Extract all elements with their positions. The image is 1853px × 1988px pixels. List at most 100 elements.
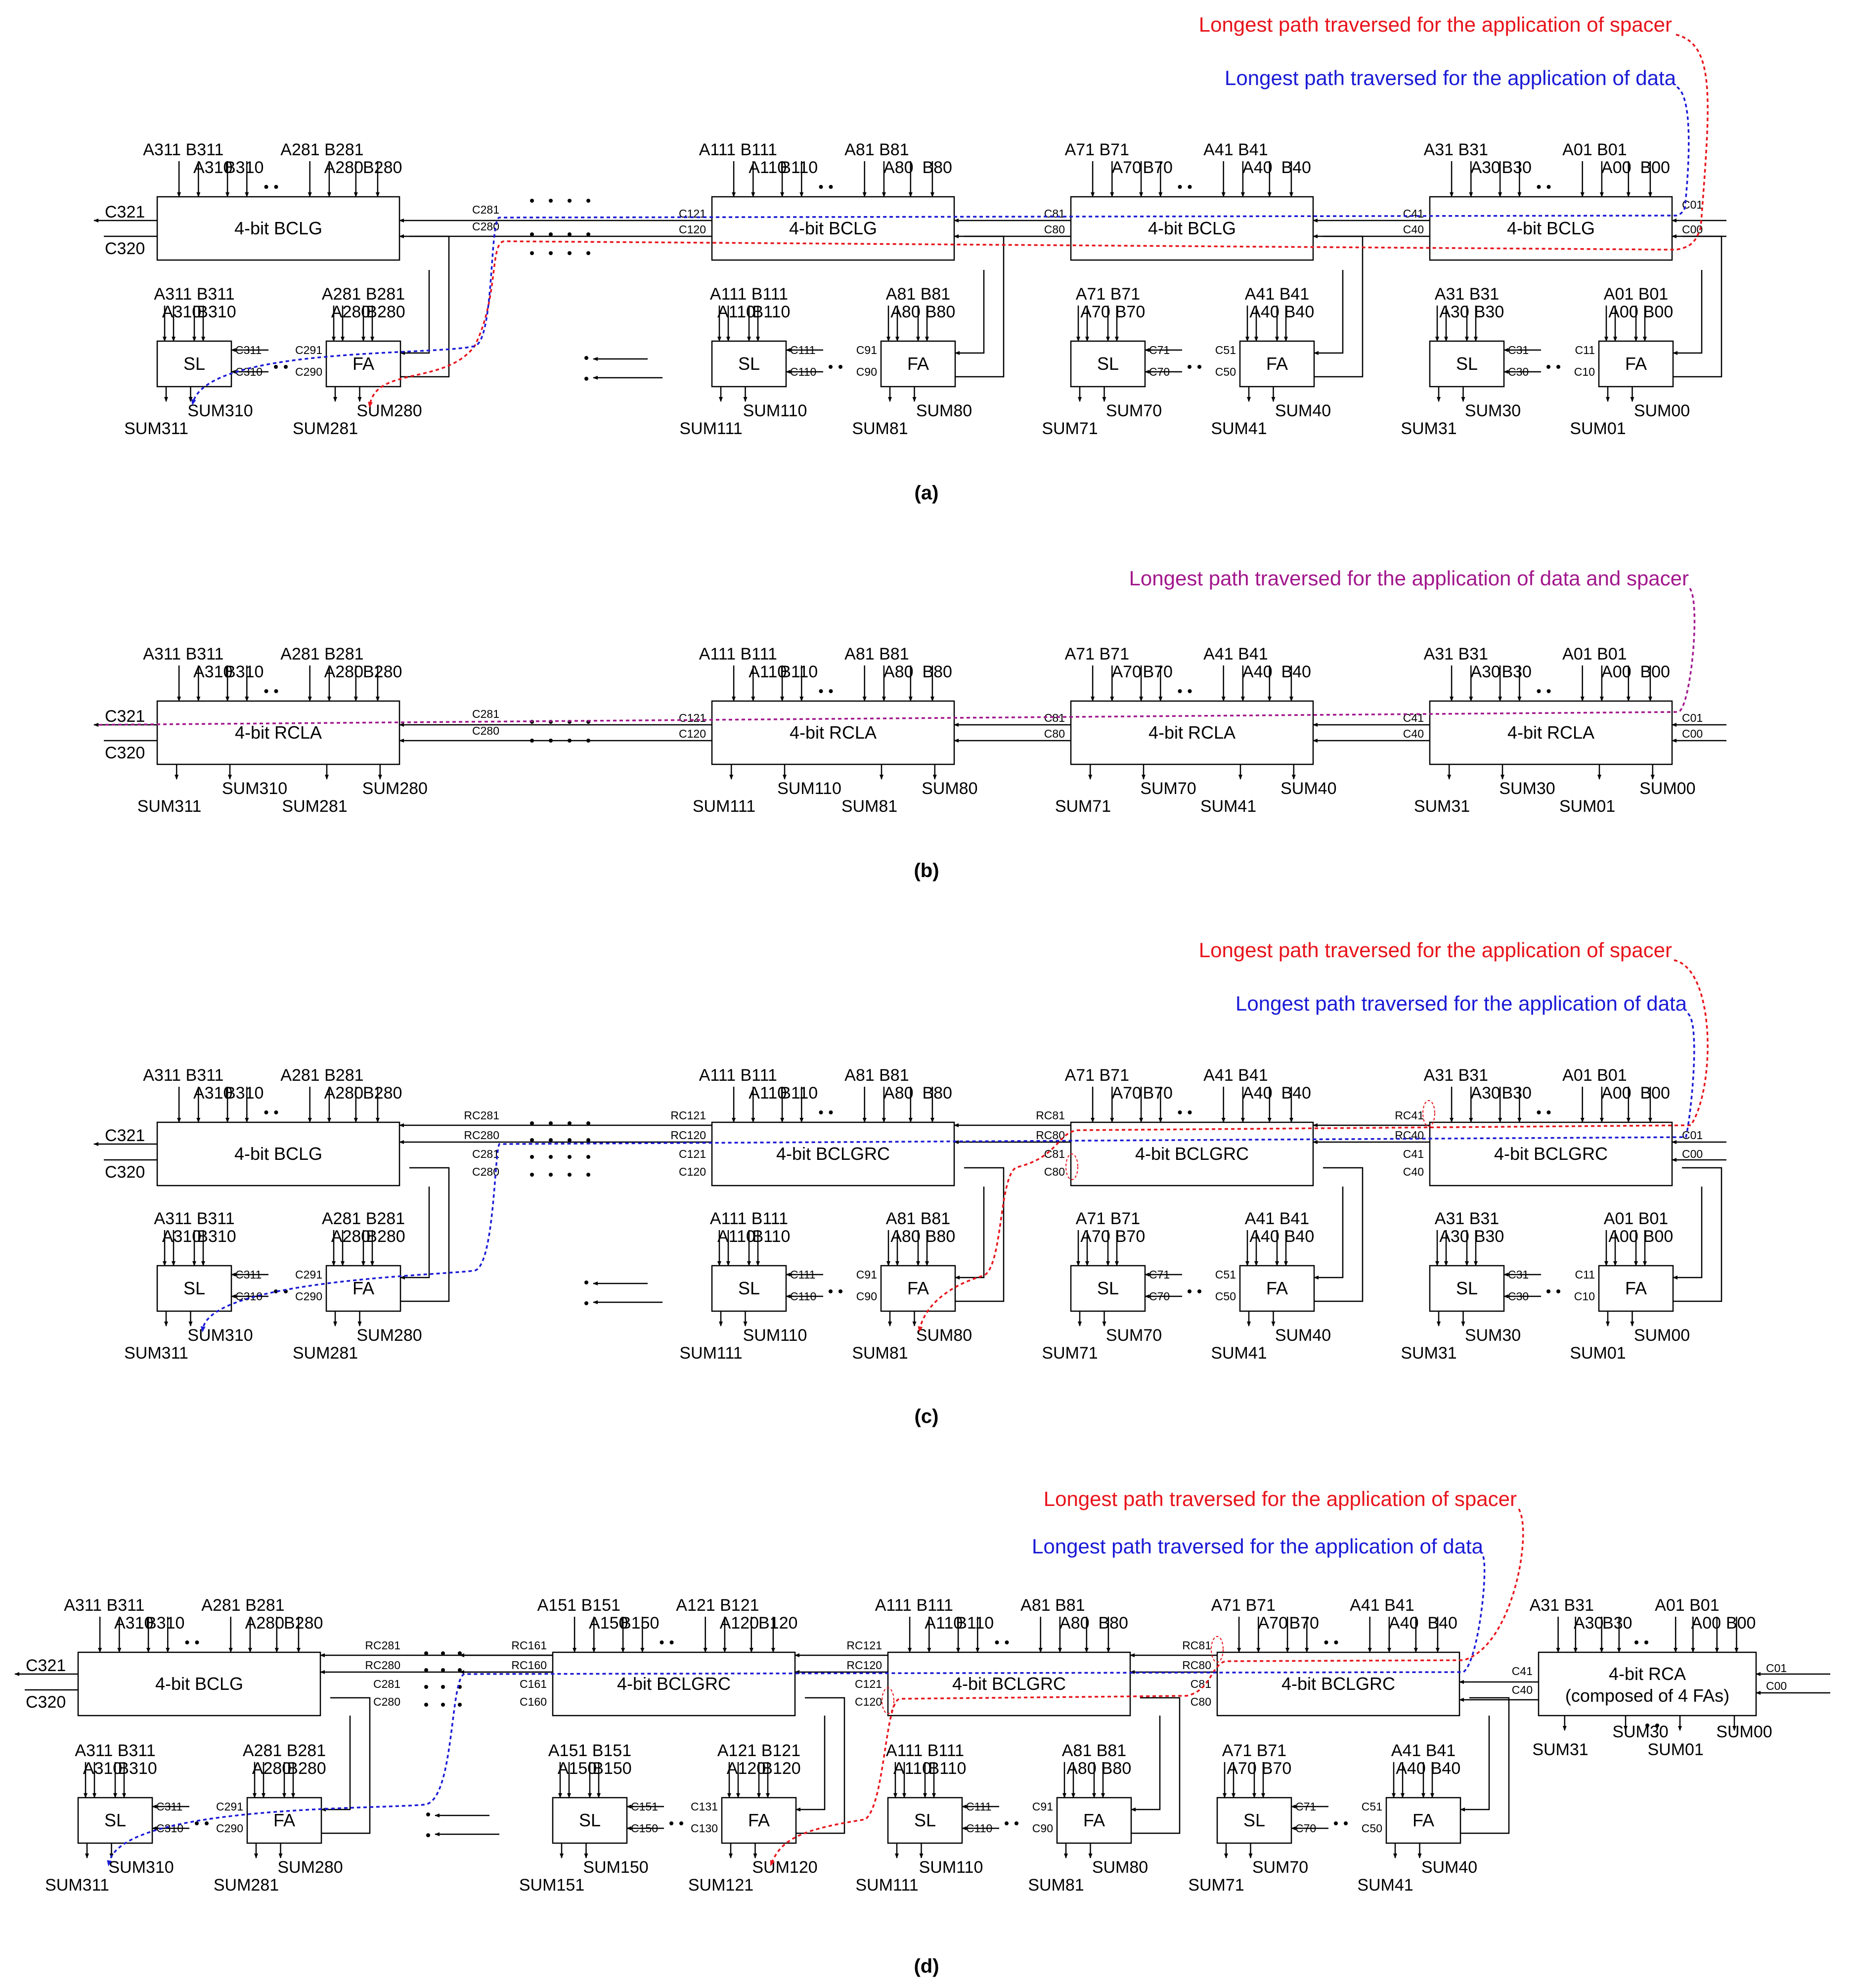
input-labels: A01 B01 xyxy=(1604,1209,1668,1228)
input-labels: A81 B81 xyxy=(1062,1741,1126,1760)
data-path-note: Longest path traversed for the applicati… xyxy=(1032,1535,1484,1558)
ellipsis-dot xyxy=(549,739,553,743)
ellipsis-dot xyxy=(1188,689,1192,693)
input-label: A00 xyxy=(1601,663,1632,681)
fa-box xyxy=(1598,340,1674,388)
highlight-ring xyxy=(1422,1100,1435,1127)
input-labels-left: A71 B71 xyxy=(1065,645,1129,663)
input-labels: A311 B311 xyxy=(75,1741,155,1760)
ellipsis-dot xyxy=(584,1301,588,1305)
sum-label: SUM111 xyxy=(679,419,742,438)
input-label: A310 xyxy=(193,663,232,681)
fa-label: FA xyxy=(907,1278,929,1298)
input-label: B30 xyxy=(1474,1227,1504,1246)
input-label: A110 xyxy=(717,1227,755,1246)
feedback-wire xyxy=(1131,1697,1181,1834)
feedback-wire xyxy=(1673,235,1722,378)
sum-label: SUM30 xyxy=(1612,1723,1668,1741)
carry-label: C160 xyxy=(520,1695,547,1708)
feedback-wire xyxy=(1673,270,1703,355)
carry-label: C280 xyxy=(472,724,499,737)
ellipsis-dot xyxy=(530,1121,534,1125)
block-label: 4-bit RCLA xyxy=(790,722,877,743)
carry-label: C121 xyxy=(679,1148,706,1160)
ellipsis-dot xyxy=(530,1138,534,1142)
sum-label: SUM40 xyxy=(1275,1326,1331,1345)
sum-label: SUM30 xyxy=(1465,401,1521,420)
input-labels-right: A01 B01 xyxy=(1655,1596,1719,1615)
block-label: 4-bit BCLG xyxy=(1507,218,1595,238)
input-label: A70 xyxy=(1227,1759,1257,1778)
input-label: A00 xyxy=(1691,1614,1721,1633)
input-labels-right: A81 B81 xyxy=(844,140,909,159)
ellipsis-dot xyxy=(584,356,588,360)
ellipsis-dot xyxy=(568,739,572,743)
sl-label: SL xyxy=(1097,353,1119,374)
ellipsis-dot xyxy=(995,1640,999,1644)
input-label: A110 xyxy=(749,158,787,177)
input-label: A80 xyxy=(1066,1759,1097,1778)
sum-label: SUM81 xyxy=(841,797,897,816)
sl-box xyxy=(1429,1265,1505,1312)
ellipsis-dot xyxy=(1005,1821,1009,1825)
sum-label: SUM71 xyxy=(1042,1344,1098,1363)
input-label: B80 xyxy=(1098,1614,1128,1633)
sum-label: SUM80 xyxy=(916,401,972,420)
carry-label: RC160 xyxy=(511,1659,547,1672)
sum-label: SUM70 xyxy=(1140,779,1196,798)
carry-label: C120 xyxy=(679,727,706,740)
input-labels-right: A81 B81 xyxy=(1020,1596,1085,1615)
ellipsis-dot xyxy=(586,1121,590,1125)
block-label-2: (composed of 4 FAs) xyxy=(1565,1685,1729,1706)
sl-box xyxy=(887,1797,963,1844)
block-label: 4-bit BCLGRC xyxy=(1494,1144,1608,1164)
carry-out-label: C320 xyxy=(105,239,145,258)
carry-label: C40 xyxy=(1403,727,1424,740)
carry-label: C291 xyxy=(295,1268,322,1281)
ellipsis-dot xyxy=(838,1289,842,1293)
block-box xyxy=(1070,700,1314,765)
ellipsis-dot xyxy=(819,185,823,189)
data-path xyxy=(200,1013,1695,1332)
input-labels-left: A31 B31 xyxy=(1424,140,1488,159)
carry-label: RC120 xyxy=(670,1129,706,1142)
input-label: A70 xyxy=(1111,1084,1142,1103)
sum-label: SUM280 xyxy=(356,1326,422,1345)
ellipsis-dot xyxy=(1655,1723,1659,1727)
feedback-wire xyxy=(955,270,985,355)
combined-path-note: Longest path traversed for the applicati… xyxy=(1129,567,1689,590)
ellipsis-dot xyxy=(1197,1289,1201,1293)
sum-label: SUM81 xyxy=(852,419,908,438)
sum-label: SUM110 xyxy=(919,1858,983,1877)
input-label: B70 xyxy=(1143,158,1173,177)
input-label: A310 xyxy=(83,1759,122,1778)
input-label: B80 xyxy=(1102,1759,1132,1778)
sl-box xyxy=(1070,1265,1146,1312)
carry-label: C120 xyxy=(679,223,706,236)
carry-label: C01 xyxy=(1682,1129,1703,1142)
input-labels-left: A111 B111 xyxy=(699,1066,777,1085)
ellipsis-dot xyxy=(549,1138,553,1142)
input-label: B40 xyxy=(1431,1759,1461,1778)
carry-label: C281 xyxy=(472,1148,499,1160)
block-box xyxy=(711,196,955,261)
input-label: A280 xyxy=(245,1614,284,1633)
block-label: 4-bit BCLGRC xyxy=(1281,1674,1395,1694)
block-label: 4-bit BCLG xyxy=(234,1144,322,1164)
input-labels: A281 B281 xyxy=(322,1209,405,1228)
sl-label: SL xyxy=(1456,353,1478,374)
input-labels-left: A71 B71 xyxy=(1065,140,1129,159)
carry-label: C50 xyxy=(1215,365,1236,378)
highlight-ring xyxy=(1211,1636,1224,1663)
ellipsis-dot xyxy=(586,251,590,255)
caption: (b) xyxy=(914,860,939,882)
ellipsis-dot xyxy=(530,739,534,743)
sum-label: SUM280 xyxy=(277,1858,343,1877)
carry-label: C121 xyxy=(855,1678,882,1690)
carry-label: C40 xyxy=(1403,1165,1424,1178)
block-box xyxy=(77,1651,321,1717)
